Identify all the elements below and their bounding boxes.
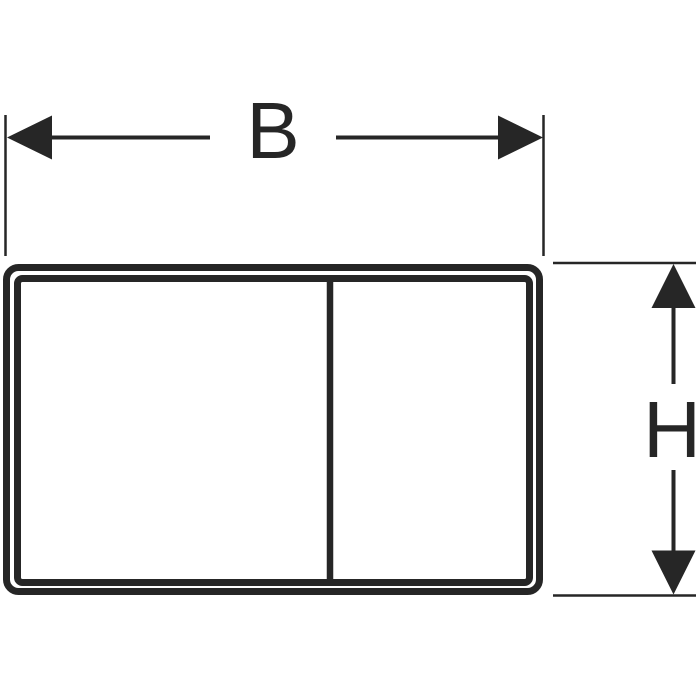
- width-dimension: B: [4, 86, 545, 256]
- height-dimension-label: H: [643, 385, 700, 474]
- arrowhead-down-icon: [651, 550, 696, 595]
- plate-inner-frame: [14, 275, 533, 586]
- arrowhead-left-icon: [7, 115, 52, 160]
- plate-outline: [3, 264, 543, 595]
- height-dimension: H: [553, 261, 700, 597]
- arrowhead-up-icon: [651, 264, 696, 308]
- width-dimension-label: B: [246, 86, 299, 175]
- arrowhead-right-icon: [498, 115, 543, 160]
- plate-outer-frame: [3, 264, 543, 595]
